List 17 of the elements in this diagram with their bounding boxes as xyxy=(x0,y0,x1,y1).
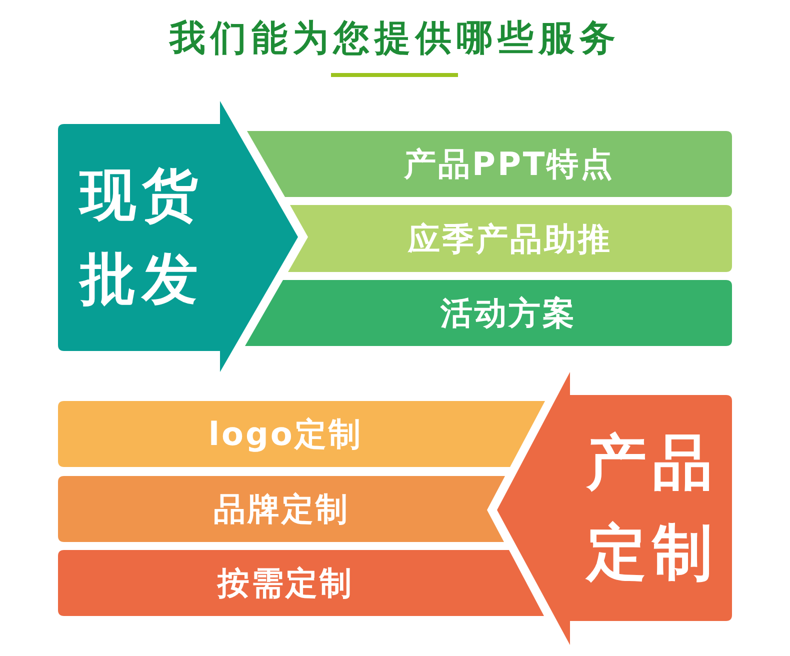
service-bar xyxy=(247,131,732,197)
bar-label: 应季产品助推 xyxy=(408,220,612,258)
bar-label: 活动方案 xyxy=(440,294,576,332)
banner-label: 现货批发 xyxy=(78,162,205,314)
service-bar xyxy=(245,280,732,346)
bar-label: 品牌定制 xyxy=(214,490,350,528)
bar-label: 产品PPT特点 xyxy=(404,145,615,183)
bar-label: 按需定制 xyxy=(218,564,354,602)
arrow-banner xyxy=(58,101,298,372)
service-bar xyxy=(58,401,545,467)
bar-label: logo定制 xyxy=(208,415,362,453)
page-title: 我们能为您提供哪些服务 xyxy=(168,17,622,61)
arrow-banner xyxy=(497,372,732,645)
service-bar xyxy=(58,550,544,616)
banner-label: 产品定制 xyxy=(584,427,720,590)
service-bar xyxy=(288,205,732,272)
service-bar xyxy=(58,476,505,542)
